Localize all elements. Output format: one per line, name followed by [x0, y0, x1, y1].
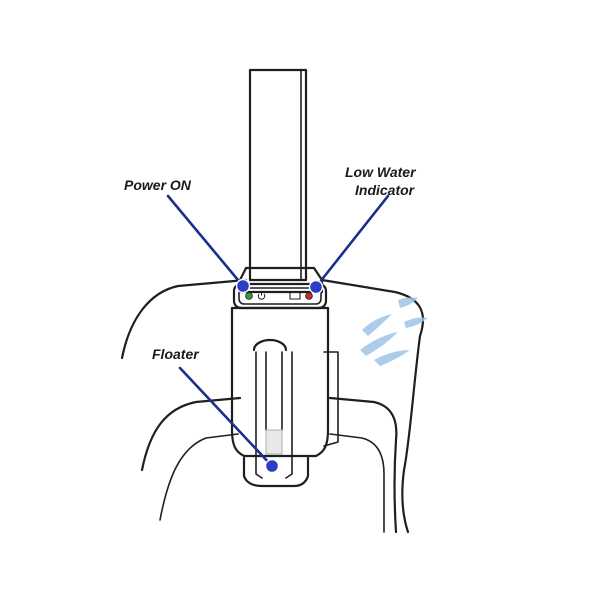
low-water-label-line2: Indicator	[355, 182, 416, 198]
floater	[265, 429, 283, 455]
water-basin	[140, 396, 398, 534]
floater-dot	[264, 458, 280, 474]
basin-right-edge	[329, 433, 385, 533]
water-tank-icon	[289, 292, 301, 300]
red-led-icon	[305, 292, 313, 300]
basin-left-edge	[159, 433, 239, 521]
floater-cage-left	[255, 351, 263, 479]
low-water-label-line1: Low Water	[345, 164, 417, 180]
water-splash	[360, 297, 428, 366]
center-column	[248, 68, 308, 282]
housing-side-tab	[323, 351, 339, 447]
power-on-leader	[166, 194, 245, 288]
floater-label: Floater	[152, 346, 200, 362]
low-water-dot	[308, 279, 324, 295]
green-led-icon	[245, 292, 253, 300]
floater-cage	[252, 338, 288, 352]
control-panel-inner	[238, 287, 322, 305]
floater-cage-slot	[265, 351, 283, 431]
floater-cage-right	[285, 351, 293, 479]
power-on-dot	[235, 278, 251, 294]
power-symbol-icon	[257, 291, 266, 300]
floater-leader	[178, 366, 274, 468]
power-on-label: Power ON	[124, 177, 192, 193]
lower-housing	[230, 306, 330, 458]
low-water-leader	[314, 194, 390, 289]
tank-outer-shell	[120, 278, 425, 534]
floater-cage-base	[242, 456, 310, 488]
